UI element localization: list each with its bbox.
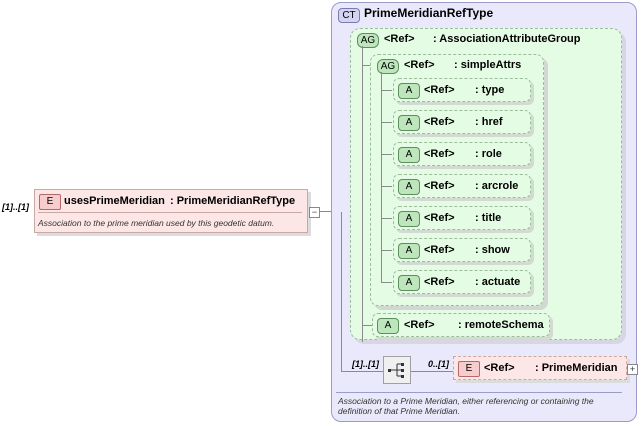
attribute-badge-icon: A: [398, 115, 420, 131]
complex-type-documentation: Association to a Prime Meridian, either …: [338, 396, 594, 416]
attribute-badge-icon: A: [398, 211, 420, 227]
element-multiplicity: [1]..[1]: [2, 202, 29, 212]
sequence-multiplicity: [1]..[1]: [352, 359, 379, 369]
complex-type-name: PrimeMeridianRefType: [364, 6, 494, 20]
tree-line: [381, 122, 392, 123]
expand-button[interactable]: +: [627, 364, 638, 375]
attribute-group-ref: <Ref>: [404, 59, 435, 71]
attribute-badge-icon: A: [377, 318, 399, 334]
attribute-ref: <Ref>: [424, 116, 455, 128]
complex-type-separator: [336, 392, 622, 393]
attribute-name: : type: [475, 84, 505, 96]
attribute-group-ref: <Ref>: [384, 33, 415, 45]
attribute-ref: <Ref>: [424, 180, 455, 192]
attribute-group-name: : AssociationAttributeGroup: [433, 33, 581, 45]
attribute-ref: <Ref>: [424, 148, 455, 160]
attribute-name: : title: [475, 212, 502, 224]
tree-line: [341, 212, 342, 372]
element-badge-icon: E: [458, 361, 480, 377]
tree-line: [362, 325, 372, 326]
tree-line: [362, 46, 363, 342]
attribute-badge-icon: A: [398, 179, 420, 195]
attribute-name: : role: [475, 148, 502, 160]
tree-line: [381, 282, 392, 283]
attribute-name: : href: [475, 116, 503, 128]
element-documentation: Association to the prime meridian used b…: [38, 218, 275, 228]
attribute-badge-icon: A: [398, 243, 420, 259]
attribute-name: : arcrole: [475, 180, 519, 192]
attribute-ref: <Ref>: [424, 84, 455, 96]
element-badge-icon: E: [39, 194, 61, 210]
element-separator: [38, 212, 302, 213]
attribute-ref: <Ref>: [424, 244, 455, 256]
tree-line: [342, 371, 351, 372]
tree-line: [381, 72, 382, 282]
element-prime-meridian[interactable]: [453, 356, 627, 380]
element-name: usesPrimeMeridian: [64, 195, 165, 207]
attribute-name: : show: [475, 244, 510, 256]
tree-line: [362, 65, 370, 66]
tree-line: [351, 371, 383, 372]
attribute-group-name: : simpleAttrs: [454, 59, 522, 71]
attribute-group-badge-icon: AG: [357, 33, 379, 48]
attribute-group-badge-icon: AG: [377, 59, 399, 74]
attribute-badge-icon: A: [398, 147, 420, 163]
sequence-icon: [388, 363, 404, 378]
complex-type-badge-icon: CT: [338, 8, 360, 23]
tree-line: [381, 90, 392, 91]
attribute-badge-icon: A: [398, 275, 420, 291]
element-uses-prime-meridian[interactable]: [34, 189, 308, 233]
attribute-badge-icon: A: [398, 83, 420, 99]
tree-line: [381, 250, 392, 251]
sequence-compositor[interactable]: [383, 356, 411, 384]
element-type: : PrimeMeridianRefType: [170, 195, 296, 207]
tree-line: [381, 186, 392, 187]
element-ref: <Ref>: [484, 362, 515, 374]
attribute-ref: <Ref>: [404, 319, 435, 331]
attribute-name: : remoteSchema: [458, 319, 544, 331]
attribute-ref: <Ref>: [424, 276, 455, 288]
child-multiplicity: 0..[1]: [428, 359, 450, 369]
tree-line: [381, 218, 392, 219]
attribute-ref: <Ref>: [424, 212, 455, 224]
collapse-button[interactable]: −: [309, 207, 320, 218]
tree-line: [411, 371, 453, 372]
attribute-remote-schema[interactable]: [372, 313, 550, 337]
element-name: : PrimeMeridian: [535, 362, 618, 374]
tree-line: [381, 154, 392, 155]
connector-line: [319, 211, 341, 212]
attribute-name: : actuate: [475, 276, 521, 288]
